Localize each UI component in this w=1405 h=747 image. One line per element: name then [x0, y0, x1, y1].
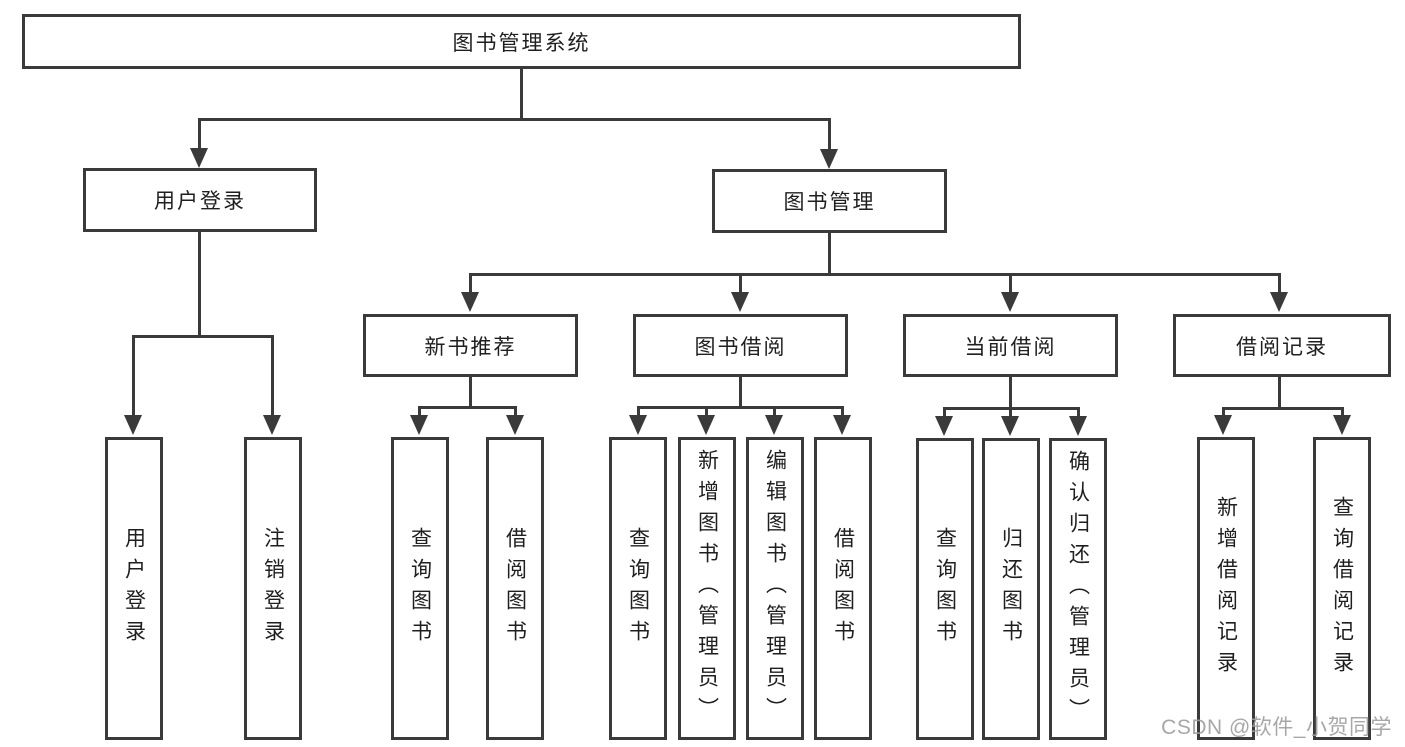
leaf-logout: 注销登录	[244, 437, 302, 740]
connector-drop-borrow	[739, 273, 742, 294]
connector-recommend-splitter	[418, 406, 517, 409]
node-root-system: 图书管理系统	[22, 14, 1021, 69]
arrowhead-down-icon	[731, 292, 749, 312]
arrowhead-down-icon	[1214, 415, 1232, 435]
leaf-record-query-borrow-record: 查询借阅记录	[1313, 437, 1371, 740]
arrowhead-down-icon	[1001, 416, 1019, 436]
node-user-login: 用户登录	[83, 168, 317, 232]
leaf-borrow-query-book: 查询图书	[609, 437, 667, 740]
leaf-recommend-query-book: 查询图书	[391, 437, 449, 740]
connector-drop-user-login	[198, 118, 201, 150]
connector-borrow-stem	[739, 377, 742, 406]
connector-root-splitter	[198, 118, 830, 121]
connector-root-stem	[520, 69, 523, 118]
connector-drop-logout	[271, 335, 274, 417]
leaf-current-confirm-return-admin: 确认归还（管理员）	[1049, 438, 1107, 740]
connector-login-splitter	[132, 335, 274, 338]
connector-drop	[1009, 407, 1012, 417]
connector-drop	[1341, 407, 1344, 417]
arrowhead-down-icon	[263, 415, 281, 435]
connector-record-splitter	[1222, 407, 1344, 410]
arrowhead-down-icon	[461, 292, 479, 312]
arrowhead-down-icon	[124, 415, 142, 435]
connector-borrow-splitter	[637, 406, 843, 409]
connector-drop	[1077, 407, 1080, 417]
leaf-borrow-add-book-admin: 新增图书（管理员）	[678, 437, 736, 740]
leaf-borrow-borrow-book: 借阅图书	[814, 437, 872, 740]
connector-login-stem	[198, 232, 201, 335]
arrowhead-down-icon	[190, 148, 208, 168]
connector-drop	[514, 406, 517, 417]
connector-drop	[841, 406, 844, 417]
connector-drop	[705, 406, 708, 417]
leaf-borrow-edit-book-admin: 编辑图书（管理员）	[746, 437, 804, 740]
connector-management-stem	[828, 233, 831, 273]
connector-management-splitter	[469, 273, 1281, 276]
arrowhead-down-icon	[1270, 292, 1288, 312]
connector-drop	[637, 406, 640, 417]
connector-drop	[418, 406, 421, 417]
node-new-book-recommend: 新书推荐	[363, 314, 578, 377]
connector-current-stem	[1009, 377, 1012, 407]
connector-drop	[943, 407, 946, 417]
arrowhead-down-icon	[1333, 415, 1351, 435]
node-book-management: 图书管理	[712, 169, 947, 233]
arrowhead-down-icon	[935, 416, 953, 436]
arrowhead-down-icon	[506, 415, 524, 435]
connector-drop-login	[132, 335, 135, 417]
arrowhead-down-icon	[820, 149, 838, 169]
arrowhead-down-icon	[629, 415, 647, 435]
connector-drop-recommend	[469, 273, 472, 294]
arrowhead-down-icon	[765, 415, 783, 435]
connector-drop-current	[1009, 273, 1012, 294]
connector-recommend-stem	[469, 377, 472, 406]
leaf-current-return-book: 归还图书	[982, 438, 1040, 740]
node-current-borrow: 当前借阅	[903, 314, 1118, 377]
arrowhead-down-icon	[1001, 292, 1019, 312]
connector-drop-book-management	[828, 118, 831, 150]
arrowhead-down-icon	[697, 415, 715, 435]
arrowhead-down-icon	[410, 415, 428, 435]
node-book-borrow: 图书借阅	[633, 314, 848, 377]
connector-drop	[773, 406, 776, 417]
arrowhead-down-icon	[1069, 416, 1087, 436]
leaf-recommend-borrow-book: 借阅图书	[486, 437, 544, 740]
leaf-record-add-borrow-record: 新增借阅记录	[1197, 437, 1255, 740]
leaf-current-query-book: 查询图书	[916, 438, 974, 740]
connector-drop	[1222, 407, 1225, 417]
leaf-user-login: 用户登录	[105, 437, 163, 740]
connector-drop-record	[1278, 273, 1281, 294]
node-borrow-record: 借阅记录	[1173, 314, 1391, 377]
csdn-watermark: CSDN @软件_小贺同学	[1161, 716, 1392, 739]
connector-record-stem	[1278, 377, 1281, 407]
arrowhead-down-icon	[833, 415, 851, 435]
